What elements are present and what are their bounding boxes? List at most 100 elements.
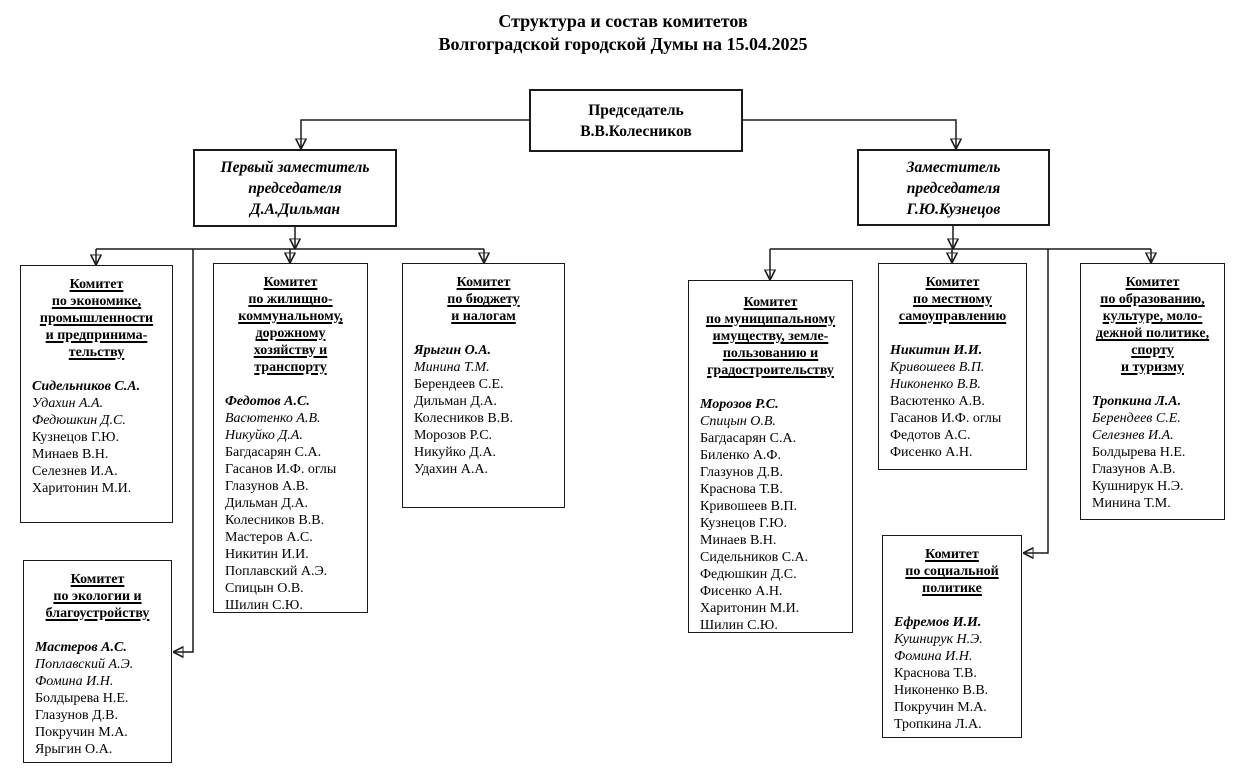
member-name: Минаев В.Н. (700, 533, 777, 548)
chart-title-line2: Волгоградской городской Думы на 15.04.20… (438, 34, 808, 54)
member-name: Покручин М.А. (894, 700, 987, 715)
member-name: Морозов Р.С. (414, 428, 493, 443)
member-name: Кушнирук Н.Э. (1092, 479, 1184, 494)
member-name: Мастеров А.С. (35, 640, 127, 655)
committee-title-line: по местному (913, 292, 992, 307)
member-name: Никуйко Д.А. (225, 428, 303, 443)
committee-title-line: дежной политике, (1095, 326, 1210, 341)
member-name: Тропкина Л.А. (1092, 394, 1182, 409)
first-deputy-name: Д.А.Дильман (250, 201, 340, 218)
member-name: Поплавский А.Э. (225, 564, 328, 579)
member-name: Дильман Д.А. (225, 496, 309, 511)
member-name: Никитин И.И. (890, 343, 983, 358)
committee-title-line: градостроительству (707, 363, 834, 378)
member-name: Фисенко А.Н. (890, 445, 973, 460)
deputy-role-line1: Заместитель (906, 159, 1001, 176)
member-name: Сидельников С.А. (32, 379, 141, 394)
member-name: Никитин И.И. (225, 547, 309, 562)
committee-title-line: и туризму (1120, 360, 1185, 375)
committee-members: Федотов А.С.Васютенко А.В.Никуйко Д.А.Ба… (214, 393, 367, 614)
member-name: Кривошеев В.П. (890, 360, 985, 375)
first-deputy-role-line1: Первый заместитель (220, 159, 370, 176)
member-name: Колесников В.В. (225, 513, 325, 528)
member-name: Глазунов Д.В. (700, 465, 783, 480)
member-name: Селезнев И.А. (1092, 428, 1174, 443)
member-name: Дильман Д.А. (414, 394, 498, 409)
committee-title-line: по социальной (905, 564, 999, 579)
member-name: Берендеев С.Е. (414, 377, 504, 392)
committee-title-line: Комитет (456, 275, 511, 290)
committee-title-line: по муниципальному (705, 312, 836, 327)
committee-title-line: и предпринима- (45, 328, 148, 343)
member-name: Шилин С.Ю. (700, 618, 778, 633)
committee-title-line: транспорту (254, 360, 327, 375)
committee-title-line: дорожному (255, 326, 326, 341)
member-name: Васютенко А.В. (890, 394, 985, 409)
chairman-role: Председатель (588, 102, 684, 119)
member-name: Федотов А.С. (890, 428, 971, 443)
deputy-name: Г.Ю.Кузнецов (906, 201, 1001, 218)
member-name: Удахин А.А. (414, 462, 488, 477)
member-name: Селезнев И.А. (32, 464, 118, 479)
member-name: Болдырева Н.Е. (1092, 445, 1186, 460)
committee-title-line: промышленности (39, 311, 154, 326)
member-name: Болдырева Н.Е. (35, 691, 129, 706)
committee-title-line: по жилищно- (248, 292, 333, 307)
committee-title-line: по экологии и (53, 589, 142, 604)
member-name: Федюшкин Д.С. (32, 413, 126, 428)
committee-title-line: по экономике, (51, 294, 142, 309)
chairman-box: Председатель В.В.Колесников (529, 89, 743, 152)
committee-title-line: культуре, моло- (1102, 309, 1203, 324)
member-name: Никоненко В.В. (894, 683, 989, 698)
member-name: Кузнецов Г.Ю. (32, 430, 120, 445)
chart-title: Структура и состав комитетов Волгоградск… (0, 10, 1246, 56)
committee-members: Сидельников С.А.Удахин А.А.Федюшкин Д.С.… (21, 378, 172, 497)
committee-members: Ефремов И.И.Кушнирук Н.Э.Фомина И.Н.Крас… (883, 614, 1021, 733)
committee-title-line: спорту (1131, 343, 1174, 358)
member-name: Кривошеев В.П. (700, 499, 798, 514)
member-name: Глазунов Д.В. (35, 708, 118, 723)
member-name: Ярыгин О.А. (414, 343, 492, 358)
member-name: Ярыгин О.А. (35, 742, 113, 757)
member-name: Колесников В.В. (414, 411, 514, 426)
chairman-name: В.В.Колесников (580, 123, 692, 140)
member-name: Краснова Т.В. (894, 666, 977, 681)
committee-members: Мастеров А.С.Поплавский А.Э.Фомина И.Н.Б… (24, 639, 171, 758)
member-name: Фисенко А.Н. (700, 584, 783, 599)
member-name: Ефремов И.И. (894, 615, 982, 630)
committee-title-line: пользованию и (722, 346, 819, 361)
member-name: Минина Т.М. (1092, 496, 1171, 511)
member-name: Поплавский А.Э. (35, 657, 134, 672)
connector-drop-ecology (175, 249, 194, 652)
member-name: Федюшкин Д.С. (700, 567, 797, 582)
member-name: Никоненко В.В. (890, 377, 981, 392)
committee-title-line: Комитет (925, 275, 980, 290)
member-name: Гасанов И.Ф. оглы (890, 411, 1002, 426)
committee-members: Никитин И.И. Кривошеев В.П. Никоненко В.В.… (879, 342, 1026, 461)
connector-chairman-to-first-deputy (301, 119, 530, 147)
committee-title-line: самоуправлению (898, 309, 1007, 324)
deputy-role-line2: председателя (906, 180, 1001, 197)
committee-title: Комитет по местному самоуправлению (879, 264, 1026, 325)
first-deputy-box: Первый заместитель председателя Д.А.Диль… (193, 149, 397, 227)
member-name: Васютенко А.В. (225, 411, 321, 426)
member-name: Кузнецов Г.Ю. (700, 516, 788, 531)
committee-title-line: по бюджету (447, 292, 520, 307)
committee-title-line: Комитет (925, 547, 979, 562)
committee-local-selfgovernment-box: Комитет по местному самоуправлению Никитин… (878, 263, 1027, 470)
member-name: Багдасарян С.А. (225, 445, 322, 460)
deputy-box: Заместитель председателя Г.Ю.Кузнецов (857, 149, 1050, 226)
member-name: Шилин С.Ю. (225, 598, 303, 613)
member-name: Сидельников С.А. (700, 550, 809, 565)
member-name: Мастеров А.С. (225, 530, 313, 545)
